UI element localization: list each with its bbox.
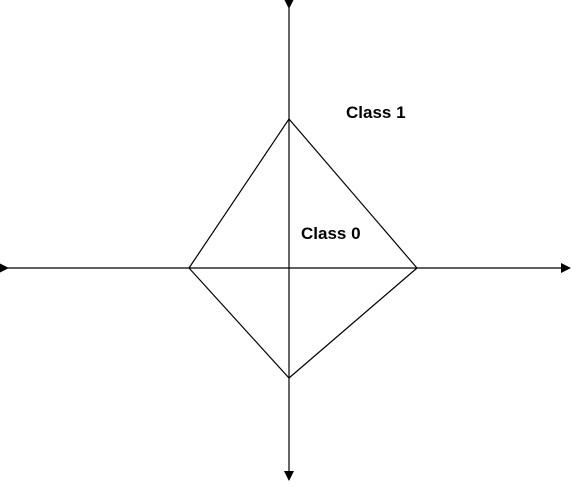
diamond-boundary <box>188 118 418 379</box>
class-0-label: Class 0 <box>301 224 361 243</box>
class-1-label: Class 1 <box>346 103 406 122</box>
